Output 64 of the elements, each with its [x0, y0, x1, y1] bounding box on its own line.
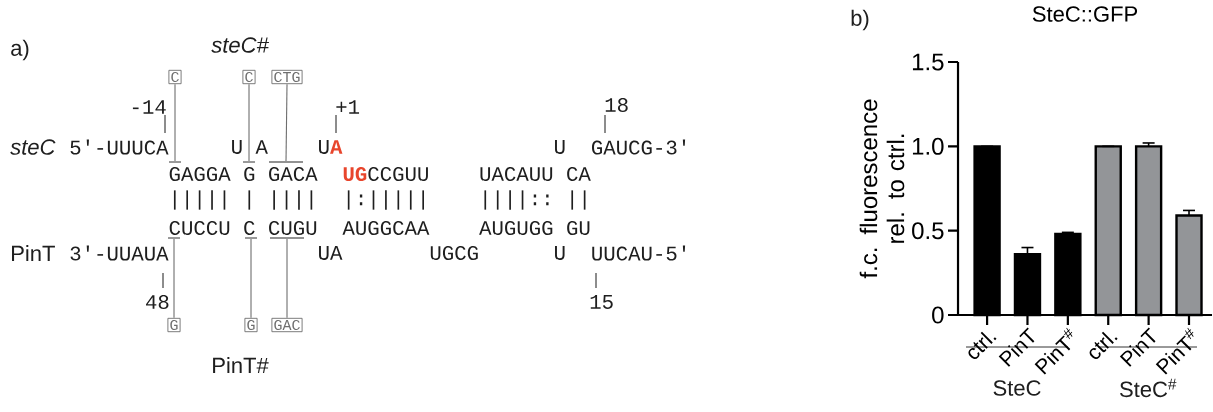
label-text: PinT: [12, 245, 55, 261]
sequence-text: U: [232, 140, 242, 154]
sequence-text: CUGU: [269, 221, 317, 236]
mutation-box: CTG: [271, 69, 303, 85]
mutation-box: C: [242, 69, 256, 85]
position-number: +1: [336, 100, 360, 114]
sequence-text: ||: [571, 190, 586, 210]
position-number: 48: [146, 295, 169, 310]
mutation-box: GAC: [271, 317, 303, 333]
sequence-text: AUGGCAA: [342, 221, 430, 236]
y-tick-label: 1.5: [912, 53, 944, 71]
sequence-text: U: [555, 140, 565, 154]
mutation-box: C: [168, 69, 182, 85]
position-number: 15: [590, 295, 613, 309]
label-text: b): [851, 9, 869, 31]
sequence-text: UUCAU-5': [592, 245, 686, 261]
gene-name: steC: [10, 139, 56, 155]
label-text: a): [11, 39, 29, 61]
position-number: 18: [605, 98, 628, 113]
y-tick-label: 0.5: [912, 222, 944, 240]
sequence-text: ||||: [273, 190, 313, 210]
sequence-text: |: [248, 190, 251, 210]
label-text: PinT#: [213, 357, 269, 373]
sequence-text: AUGUGG: [479, 221, 553, 236]
sequence-text: UA: [319, 246, 343, 260]
sequence-text: GAGGA: [169, 167, 231, 182]
sequence-text: GACA: [269, 167, 318, 182]
sequence-text: U: [319, 140, 329, 154]
sequence-text: ||||::: [484, 190, 549, 210]
sequence-text: CUCCU: [169, 221, 230, 236]
x-tick-label: ctrl.: [968, 331, 997, 360]
y-tick-label: 1.0: [912, 137, 944, 155]
gene-name: steC#: [211, 37, 269, 53]
leader-line: [173, 238, 175, 319]
sequence-text: 3'-UUAUA: [70, 245, 169, 261]
leader-line: [285, 83, 288, 162]
chart-title: SteC::GFP: [1032, 6, 1138, 22]
leader-line: [286, 238, 288, 319]
position-number: -14: [132, 100, 166, 114]
sequence-text: |:|||||: [347, 190, 424, 210]
start-codon-text: A: [330, 140, 343, 154]
leader-line: [250, 238, 252, 319]
label-text: SteC$^{#}$: [1120, 378, 1177, 398]
sequence-text: A: [255, 140, 268, 154]
sequence-text: CA: [567, 167, 591, 182]
y-axis-title: f.c. fluorescence rel. to ctrl.: [859, 99, 905, 279]
label-text: SteC: [993, 380, 1041, 396]
leader-line: [248, 83, 250, 162]
sequence-text: U: [555, 246, 565, 260]
sequence-text: CCGUU: [368, 167, 428, 182]
mutation-box: G: [167, 317, 181, 333]
start-codon-text: UG: [343, 167, 367, 182]
sequence-text: GAUCG-3': [592, 139, 686, 155]
sequence-text: |||||: [173, 190, 226, 210]
sequence-text: C: [244, 221, 255, 236]
y-tick-label: 0: [932, 306, 944, 324]
sequence-text: UGCG: [430, 246, 478, 261]
sequence-text: G: [244, 167, 255, 182]
sequence-text: 5'-UUUCA: [70, 139, 169, 155]
mutation-box: G: [244, 317, 258, 333]
sequence-text: GU: [567, 221, 590, 236]
leader-line: [174, 83, 176, 162]
x-tick-label: ctrl.: [1089, 331, 1118, 360]
sequence-text: UACAUU: [480, 167, 553, 182]
